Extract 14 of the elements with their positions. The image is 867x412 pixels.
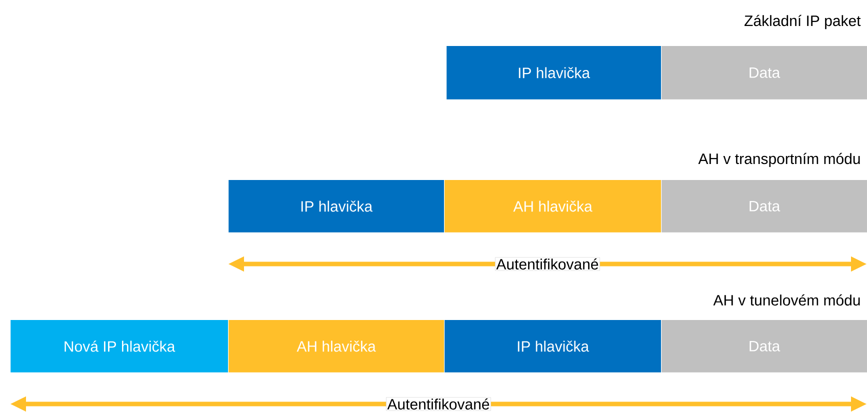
span-label: Autentifikované <box>495 257 600 271</box>
header-box: Data <box>661 45 867 100</box>
header-box: IP hlavička <box>444 319 662 373</box>
packet-title: Základní IP paket <box>744 14 861 30</box>
packet-title: AH v transportním módu <box>698 152 860 168</box>
header-box: Data <box>661 319 867 373</box>
packet-title: AH v tunelovém módu <box>713 294 860 306</box>
header-box: AH hlavička <box>228 319 445 373</box>
header-box: AH hlavička <box>444 179 662 233</box>
header-box: IP hlavička <box>446 45 662 100</box>
header-box: Data <box>661 179 867 233</box>
header-box: IP hlavička <box>228 179 445 233</box>
header-box: Nová IP hlavička <box>10 319 229 373</box>
span-label: Autentifikované <box>386 397 491 411</box>
